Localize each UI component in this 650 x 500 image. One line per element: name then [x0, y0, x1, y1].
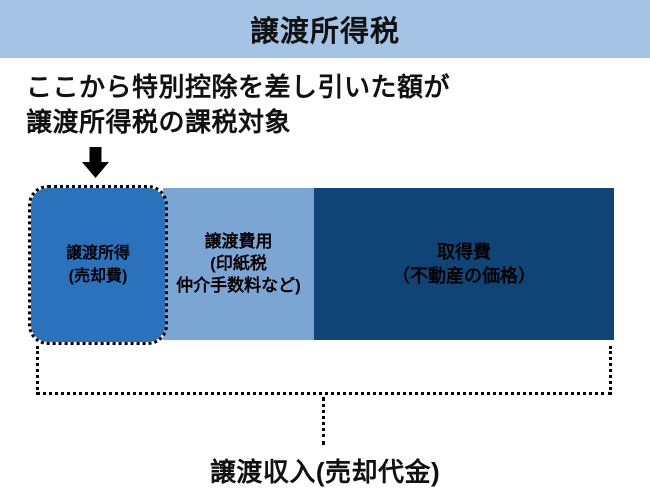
header-bar: 譲渡所得税 — [0, 0, 650, 58]
bar-segment-transfer-expenses: 譲渡費用 (印紙税 仲介手数料など) — [163, 188, 314, 340]
segment-label-line: 譲渡費用 — [204, 232, 273, 251]
down-arrow-icon — [82, 147, 109, 178]
segment-label-line: （不動産の価格） — [392, 266, 536, 286]
bracket-pointer-line — [322, 397, 325, 445]
bar-segment-transfer-income: 譲渡所得 (売却費) — [28, 185, 168, 345]
total-revenue-label: 譲渡収入(売却代金) — [209, 457, 441, 487]
segment-label-line: (印紙税 — [210, 254, 267, 273]
segment-label-line: (売却費) — [68, 268, 128, 285]
segment-label-line: 仲介手数料など) — [176, 276, 301, 295]
intro-line-2: 譲渡所得税の課税対象 — [26, 107, 292, 137]
intro-text: ここから特別控除を差し引いた額が 譲渡所得税の課税対象 — [26, 70, 626, 140]
total-span-bracket — [36, 346, 612, 395]
bar-segment-acquisition-cost: 取得費 （不動産の価格） — [314, 188, 614, 340]
intro-line-1: ここから特別控除を差し引いた額が — [26, 72, 451, 102]
page-title: 譲渡所得税 — [249, 16, 400, 48]
segment-label-line: 譲渡所得 — [65, 245, 130, 262]
segment-label-line: 取得費 — [437, 242, 491, 262]
